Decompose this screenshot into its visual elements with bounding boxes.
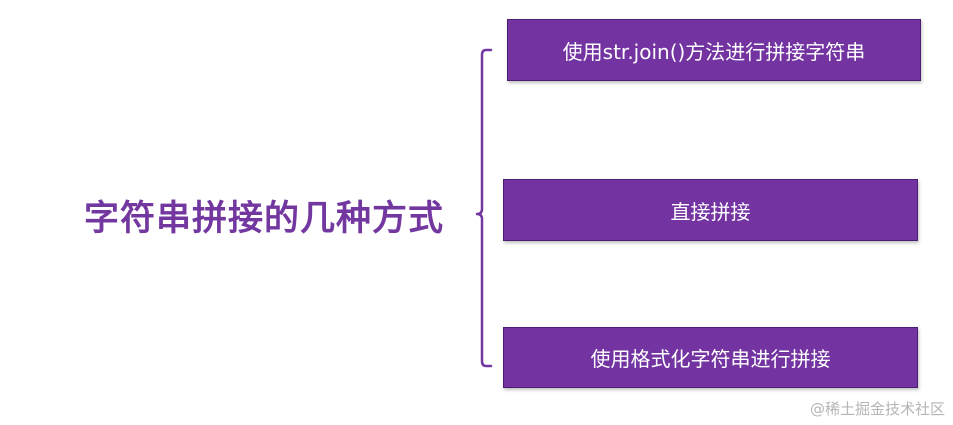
branch-box-join-method: 使用str.join()方法进行拼接字符串: [507, 19, 921, 81]
watermark: @稀土掘金技术社区: [809, 400, 945, 418]
branch-label: 直接拼接: [670, 199, 751, 224]
branch-label: 使用str.join()方法进行拼接字符串: [562, 39, 866, 64]
branch-box-format-string: 使用格式化字符串进行拼接: [503, 327, 918, 388]
branch-box-direct-concat: 直接拼接: [503, 179, 918, 241]
root-topic-label: 字符串拼接的几种方式: [84, 199, 445, 239]
branch-label: 使用格式化字符串进行拼接: [590, 347, 831, 371]
